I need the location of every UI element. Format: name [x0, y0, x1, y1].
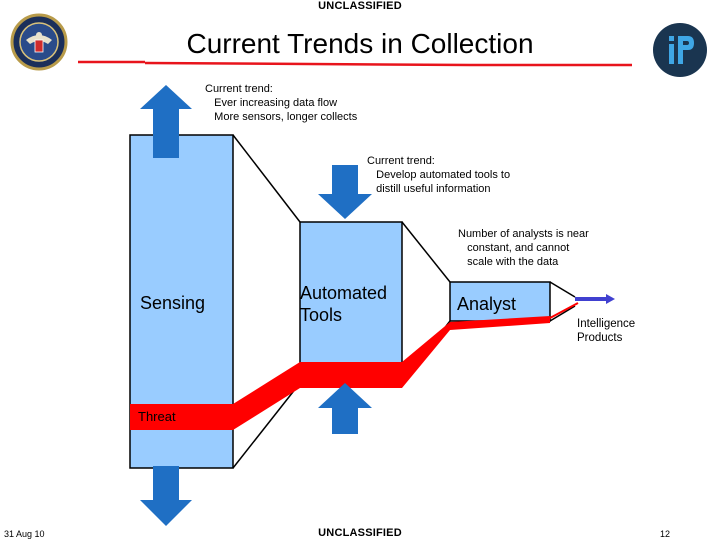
- page-number: 12: [660, 529, 671, 539]
- threat-label: Threat: [138, 409, 176, 424]
- page-title: Current Trends in Collection: [186, 28, 534, 59]
- arrow-down-bottom: [140, 466, 192, 526]
- trend-automation-note: Current trend: Develop automated tools t…: [367, 155, 511, 195]
- automated-tools-label: Automated Tools: [300, 283, 388, 325]
- arrow-down-middle: [318, 165, 372, 219]
- odni-seal-icon: [10, 13, 68, 71]
- footer-date: 31 Aug 10: [4, 529, 45, 539]
- trend-data-flow-note: Current trend: Ever increasing data flow…: [205, 83, 358, 123]
- intelligence-products-label: Intelligence Products: [577, 318, 636, 344]
- threat-thread: [549, 302, 579, 319]
- arrow-up-top: [140, 85, 192, 158]
- automated-tools-box: [299, 221, 403, 384]
- ip-logo-icon: [653, 23, 707, 77]
- sensing-label: Sensing: [140, 293, 206, 313]
- analyst-label: Analyst: [457, 294, 517, 314]
- classification-bottom: UNCLASSIFIED: [318, 527, 402, 539]
- arrow-up-middle: [318, 383, 372, 434]
- threat-band: [130, 316, 550, 430]
- analysts-note: Number of analysts is near constant, and…: [458, 228, 589, 268]
- header-rule-center: [144, 61, 471, 67]
- arrow-head: [606, 294, 615, 304]
- classification-top: UNCLASSIFIED: [318, 0, 402, 12]
